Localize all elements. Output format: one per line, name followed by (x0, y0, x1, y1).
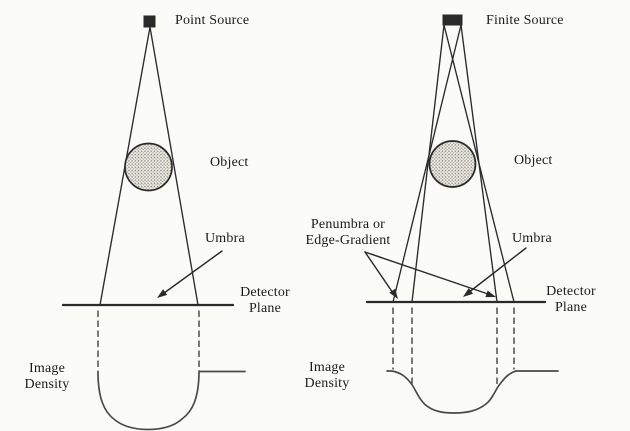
right-ray-outer-left (392, 24, 462, 303)
left-umbra-arrow-line (161, 250, 223, 296)
left-object-label: Object (210, 155, 249, 170)
right-ray-inner-right (460, 24, 498, 303)
penumbra-arrow-line-long (364, 251, 489, 295)
left-umbra-arrowhead-icon (157, 289, 168, 298)
right-detector-plane-label: Detector Plane (546, 284, 596, 315)
right-ray-inner-left (411, 24, 445, 303)
penumbra-edge-gradient-label: Penumbra or Edge-Gradient (305, 217, 391, 248)
right-umbra-arrowhead-icon (463, 288, 473, 297)
right-umbra-arrow-line (467, 247, 527, 294)
left-image-density-label: Image Density (24, 361, 70, 392)
finite-source-label: Finite Source (486, 13, 564, 28)
left-detector-plane-label: Detector Plane (240, 285, 290, 316)
left-umbra-label: Umbra (205, 231, 245, 246)
penumbra-arrowhead-right-icon (485, 290, 496, 298)
point-source-square (143, 15, 156, 28)
right-image-density-label: Image Density (304, 360, 350, 391)
penumbra-arrow-line-short (364, 251, 394, 294)
left-density-curve (97, 370, 200, 431)
point-source-label: Point Source (175, 13, 250, 28)
right-umbra-label: Umbra (512, 231, 552, 246)
right-object-label: Object (514, 153, 553, 168)
penumbra-arrowhead-left-icon (389, 288, 398, 299)
right-density-curve (386, 370, 559, 414)
left-ray-right (149, 26, 199, 306)
finite-source-rect (442, 14, 463, 26)
right-object-circle (428, 140, 477, 188)
left-object-circle (124, 142, 173, 192)
